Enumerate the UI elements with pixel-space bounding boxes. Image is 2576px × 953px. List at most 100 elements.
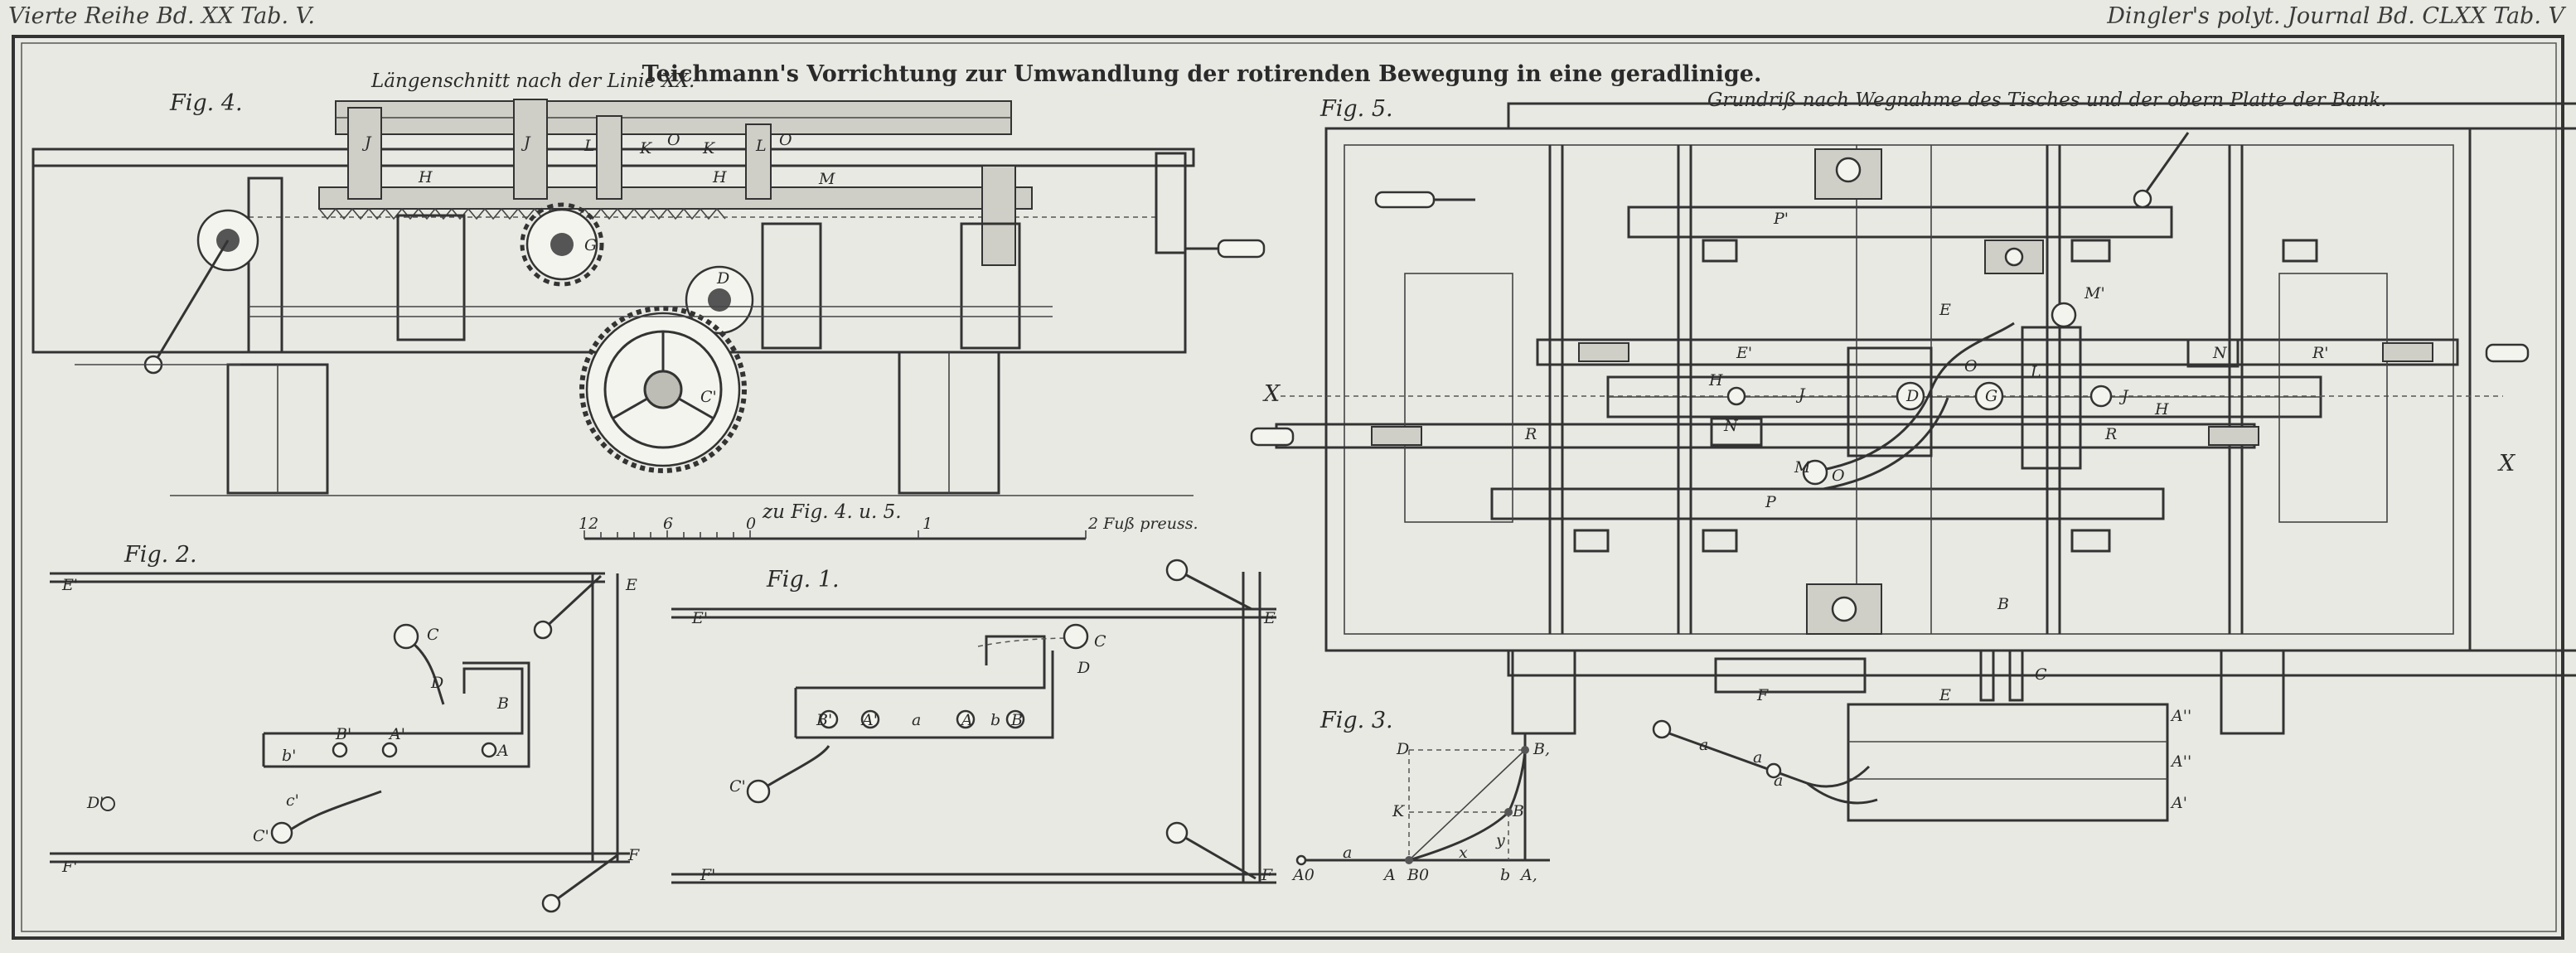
outer-frame <box>12 35 2564 940</box>
fig4-caption: Längenschnitt nach der Linie XX. <box>370 70 695 92</box>
svg-text:P: P <box>1765 493 1777 511</box>
svg-text:H: H <box>2154 400 2169 418</box>
svg-text:M: M <box>1794 458 1811 476</box>
plate-title: Teichmann's Vorrichtung zur Umwandlung d… <box>642 61 1762 87</box>
svg-text:N': N' <box>2212 344 2231 362</box>
fig5-bar-E1 <box>1536 338 2459 366</box>
svg-text:D': D' <box>86 794 104 812</box>
svg-text:H: H <box>418 168 433 186</box>
svg-text:b: b <box>1500 866 1510 884</box>
svg-text:A': A' <box>860 711 878 729</box>
svg-text:K: K <box>1392 802 1406 820</box>
svg-text:0: 0 <box>746 515 756 533</box>
svg-text:F': F' <box>61 858 77 876</box>
svg-text:B,: B, <box>1533 740 1550 758</box>
svg-text:C: C <box>427 626 439 644</box>
svg-text:F: F <box>1261 866 1273 884</box>
svg-text:C': C' <box>729 777 746 796</box>
svg-text:a: a <box>1699 736 1708 754</box>
svg-text:1: 1 <box>922 515 932 533</box>
fig1-letter-labels: E' E C D B' A' a A b B C' F' F <box>691 609 1276 884</box>
svg-text:A'': A'' <box>2170 707 2191 725</box>
svg-text:E': E' <box>691 609 708 627</box>
svg-text:L: L <box>583 137 595 155</box>
plate-header-left: Vierte Reihe Bd. XX Tab. V. <box>8 3 315 29</box>
svg-text:C': C' <box>253 827 269 845</box>
svg-text:E: E <box>1263 609 1276 627</box>
svg-text:J: J <box>361 133 372 152</box>
svg-text:A: A <box>1382 866 1396 884</box>
svg-text:F: F <box>627 846 640 864</box>
svg-text:x: x <box>1459 844 1468 862</box>
svg-text:A': A' <box>2170 794 2187 812</box>
svg-text:N: N <box>1723 417 1739 435</box>
svg-text:C: C <box>1094 632 1106 651</box>
fig2-label: Fig. 2. <box>123 542 197 568</box>
svg-text:J: J <box>521 133 531 152</box>
svg-text:E: E <box>625 576 637 594</box>
svg-text:A: A <box>960 711 973 729</box>
svg-text:O: O <box>1832 467 1845 485</box>
svg-text:B: B <box>496 694 509 713</box>
svg-text:b': b' <box>282 747 296 765</box>
fig5-rail-P <box>1490 487 2165 520</box>
svg-text:A: A <box>496 742 509 760</box>
svg-text:R': R' <box>2312 344 2329 362</box>
fig4-letter-labels: J J L K O K L O H H M G D C' <box>361 131 835 406</box>
svg-text:O: O <box>1964 357 1978 375</box>
fig4-rack <box>318 186 1033 210</box>
svg-text:12: 12 <box>579 515 598 533</box>
svg-text:G: G <box>584 236 597 254</box>
svg-text:A,: A, <box>1519 866 1537 884</box>
fig3-label: Fig. 3. <box>1319 708 1393 733</box>
svg-text:a: a <box>912 711 921 729</box>
svg-text:a: a <box>1774 772 1783 790</box>
svg-text:D: D <box>1077 659 1090 677</box>
svg-text:a: a <box>1343 844 1352 862</box>
svg-text:M: M <box>818 170 835 188</box>
svg-text:6: 6 <box>663 515 673 533</box>
svg-text:E: E <box>1939 686 1951 704</box>
fig5-caption: Grundriß nach Wegnahme des Tisches und d… <box>1707 89 2387 111</box>
scale-bar: zu Fig. 4. u. 5. 12 6 0 1 2 Fuß preuss. <box>579 501 1198 540</box>
svg-text:B': B' <box>335 725 351 743</box>
svg-text:O: O <box>779 131 792 149</box>
fig3-group: Fig. 3. D B, K B y x A B0 b A, A0 a <box>1291 708 1550 884</box>
svg-text:H: H <box>712 168 727 186</box>
fig4-group: Fig. 4. Längenschnitt nach der Linie XX. <box>31 70 1266 496</box>
plate-header-right: Dingler's polyt. Journal Bd. CLXX Tab. V <box>2107 3 2564 29</box>
fig3-letter-labels: D B, K B y x A B0 b A, A0 a <box>1291 740 1550 884</box>
fig5-label: Fig. 5. <box>1319 96 1393 122</box>
svg-text:M': M' <box>2084 284 2105 302</box>
fig2-letter-labels: E' E C D B B' A' A b' c' C' D' F' F <box>61 576 640 876</box>
svg-text:c': c' <box>286 791 299 810</box>
fig5-block-A <box>1847 703 2169 822</box>
svg-text:G: G <box>1985 387 1997 405</box>
svg-text:D: D <box>1905 387 1919 405</box>
svg-text:B: B <box>1997 595 2009 613</box>
svg-text:X: X <box>2497 451 2516 476</box>
fig1-group: Fig. 1. E' E C D B' A' a A b B <box>671 559 1276 884</box>
scale-caption: zu Fig. 4. u. 5. <box>762 501 902 523</box>
svg-text:E': E' <box>1736 344 1752 362</box>
svg-text:A'': A'' <box>2170 752 2191 771</box>
svg-text:R: R <box>2104 425 2117 443</box>
svg-text:F': F' <box>700 866 715 884</box>
svg-text:b: b <box>990 711 1000 729</box>
svg-text:B: B <box>1512 802 1524 820</box>
svg-text:P': P' <box>1773 210 1789 228</box>
fig5-letter-labels: P' E M' E' N' R' H J O G D L J H N R R M… <box>1262 210 2516 812</box>
svg-text:R: R <box>1524 425 1537 443</box>
fig1-label: Fig. 1. <box>766 567 840 593</box>
svg-text:X: X <box>1262 381 1281 407</box>
svg-text:L: L <box>755 137 767 155</box>
svg-text:D: D <box>430 674 443 692</box>
svg-text:L: L <box>2030 363 2041 381</box>
svg-text:D: D <box>716 269 729 288</box>
fig2-group: Fig. 2. E' E C D B B' A' A b' c' <box>50 542 640 913</box>
svg-text:a: a <box>1753 748 1762 767</box>
svg-text:C': C' <box>700 388 717 406</box>
fig5-inner-frame <box>1344 144 2454 635</box>
svg-text:2 Fuß preuss.: 2 Fuß preuss. <box>1087 515 1198 533</box>
